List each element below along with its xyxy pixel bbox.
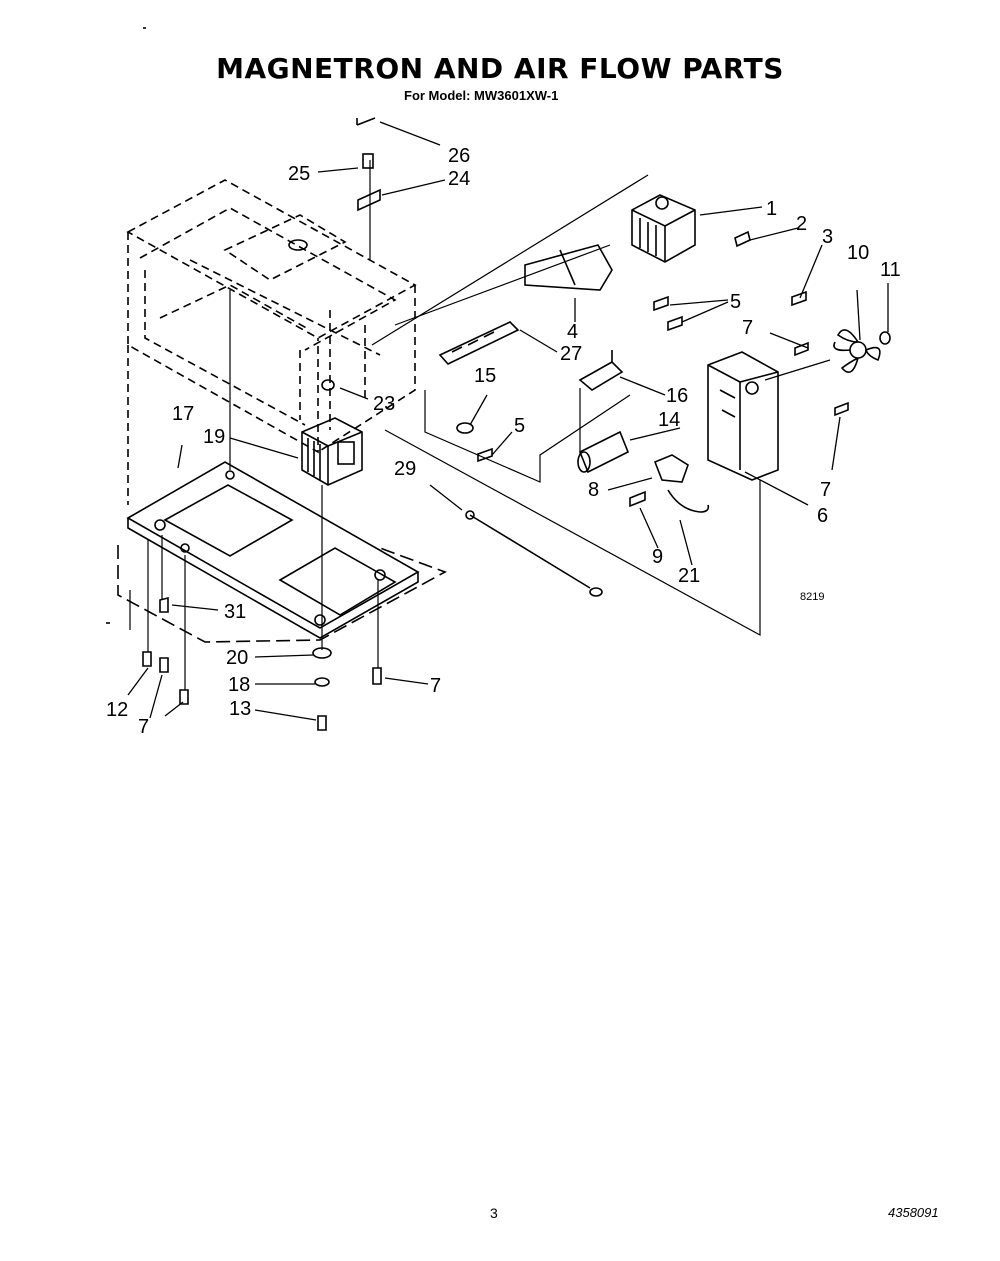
wire <box>667 489 710 513</box>
label-16: 12 <box>106 699 128 721</box>
label-7b: 7 <box>820 479 831 501</box>
air-duct <box>524 244 613 291</box>
leader-lines <box>127 121 889 721</box>
label-10: 10 <box>847 242 869 264</box>
label-5b: 5 <box>514 415 525 437</box>
label-8: 8 <box>588 479 599 501</box>
label-1: 1 <box>766 198 777 220</box>
connection-lines <box>129 160 831 690</box>
label-11: 11 <box>880 259 901 281</box>
capacitor <box>577 430 630 474</box>
label-7a: 7 <box>742 317 753 339</box>
label-29: 29 <box>394 458 416 480</box>
diagram-code: 8219 <box>800 591 824 603</box>
label-24: 25 <box>288 163 310 185</box>
transformer <box>301 417 363 486</box>
model-subtitle: For Model: MW3601XW-1 <box>404 88 559 103</box>
label-3: 3 <box>822 226 833 248</box>
label-25: 26 <box>448 145 470 167</box>
label-20: 20 <box>226 647 248 669</box>
label-4: 4 <box>567 321 578 343</box>
label-7d: 7 <box>138 716 149 738</box>
base-dashed-outline <box>117 545 447 643</box>
label-17: 19 <box>203 426 225 448</box>
ground-wire <box>469 514 591 589</box>
cabinet-hole <box>288 239 308 251</box>
label-12: 14 <box>658 409 680 431</box>
label-14: 16 <box>666 385 688 407</box>
page-title: MAGNETRON AND AIR FLOW PARTS <box>216 52 784 85</box>
fan-housing <box>707 351 779 481</box>
label-7c: 7 <box>430 675 441 697</box>
bracket-strip <box>438 321 520 365</box>
bracket <box>578 350 624 391</box>
label-21: 23 <box>373 393 395 415</box>
cabinet-outline <box>126 179 417 505</box>
fan-blade <box>833 329 881 374</box>
label-27: 27 <box>560 343 582 365</box>
label-2: 2 <box>796 213 807 235</box>
label-6: 6 <box>817 505 828 527</box>
part-labels: 26 25 24 1 2 3 10 11 5 4 7 27 15 16 23 1… <box>106 145 901 738</box>
label-19: 18 <box>228 674 250 696</box>
label-23: 24 <box>448 168 470 190</box>
document-number: 4358091 <box>888 1205 939 1220</box>
page-number: 3 <box>490 1205 498 1221</box>
label-5a: 5 <box>730 291 741 313</box>
reference-mark <box>106 27 146 624</box>
label-9: 9 <box>652 546 663 568</box>
label-26: 21 <box>678 565 700 587</box>
thermal-cutout <box>653 454 689 483</box>
magnetron <box>631 194 696 263</box>
label-18: 13 <box>229 698 251 720</box>
base-plate <box>126 461 420 639</box>
ground-wire-terminal <box>589 587 603 597</box>
label-13: 15 <box>474 365 496 387</box>
screws <box>142 117 891 731</box>
label-15: 17 <box>172 403 194 425</box>
label-31: 31 <box>224 601 246 623</box>
